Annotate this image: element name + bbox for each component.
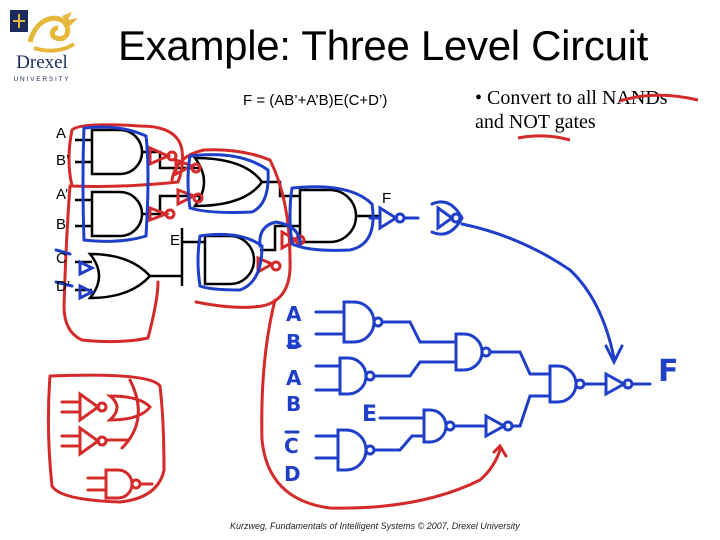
- blue-box-e: [196, 232, 264, 292]
- dragon-crest-icon: [10, 10, 78, 53]
- and-gate-2: [90, 190, 144, 238]
- hand-label-c: C: [284, 434, 299, 458]
- or-gate-1: [87, 252, 152, 300]
- hand-label-b-2: B: [286, 392, 302, 416]
- and-gate-1: [90, 128, 144, 176]
- internal-label-e: E: [170, 232, 181, 249]
- blue-box-left: [81, 125, 150, 243]
- blue-annotations: [54, 125, 652, 472]
- slide-footer: Kurzweg, Fundamentals of Intelligent Sys…: [230, 521, 520, 531]
- drexel-logo: [6, 8, 84, 92]
- nand-6: [548, 364, 578, 404]
- nand-3: [454, 332, 484, 372]
- not-1: [484, 413, 508, 439]
- logo-wordmark: Drexel: [16, 52, 68, 73]
- input-label-d-prime: D’: [56, 278, 71, 295]
- and-gate-final: [298, 188, 358, 244]
- input-label-b: B: [56, 216, 67, 233]
- red-feedback-curve: [260, 298, 502, 510]
- red-box-right: [170, 148, 292, 309]
- instruction-bullet: • Convert to all NANDs and NOT gates: [475, 86, 715, 134]
- blue-box-or: [186, 153, 270, 214]
- bullet-line-1: • Convert to all NANDs: [475, 87, 668, 109]
- nand-1: [342, 300, 376, 344]
- red-annotations: [46, 123, 508, 510]
- nand-4: [336, 428, 368, 472]
- slide-title: Example: Three Level Circuit: [118, 22, 649, 69]
- bullet-line-2: and NOT gates: [475, 111, 596, 133]
- boolean-formula: F = (AB’+A’B)E(C+D’): [243, 92, 388, 109]
- input-label-a-prime: A’: [56, 186, 69, 203]
- hand-label-b-1: B: [286, 330, 302, 354]
- and-gate-3: [203, 234, 256, 286]
- hand-label-d: D: [284, 462, 301, 486]
- hand-label-a-1: A: [286, 302, 302, 326]
- underline-not: [517, 134, 571, 142]
- nand-2: [338, 356, 368, 396]
- blue-output-curve: [460, 222, 616, 360]
- not-2: [604, 371, 628, 397]
- input-label-b-prime: B’: [56, 152, 70, 169]
- output-label-f: F: [382, 190, 392, 207]
- underline-nands: [619, 93, 699, 103]
- hand-label-e: E: [362, 402, 378, 427]
- blue-box-final: [288, 185, 375, 252]
- hand-label-f: F: [658, 354, 679, 389]
- hand-label-a-2: A: [286, 366, 302, 390]
- red-box-bottom-left: [46, 373, 166, 504]
- original-circuit: [75, 128, 380, 300]
- logo-subtitle: UNIVERSITY: [13, 76, 71, 83]
- or-gate-2: [192, 156, 264, 208]
- input-label-c: C: [56, 250, 67, 267]
- nand-5: [422, 408, 448, 444]
- input-label-a: A: [56, 125, 67, 142]
